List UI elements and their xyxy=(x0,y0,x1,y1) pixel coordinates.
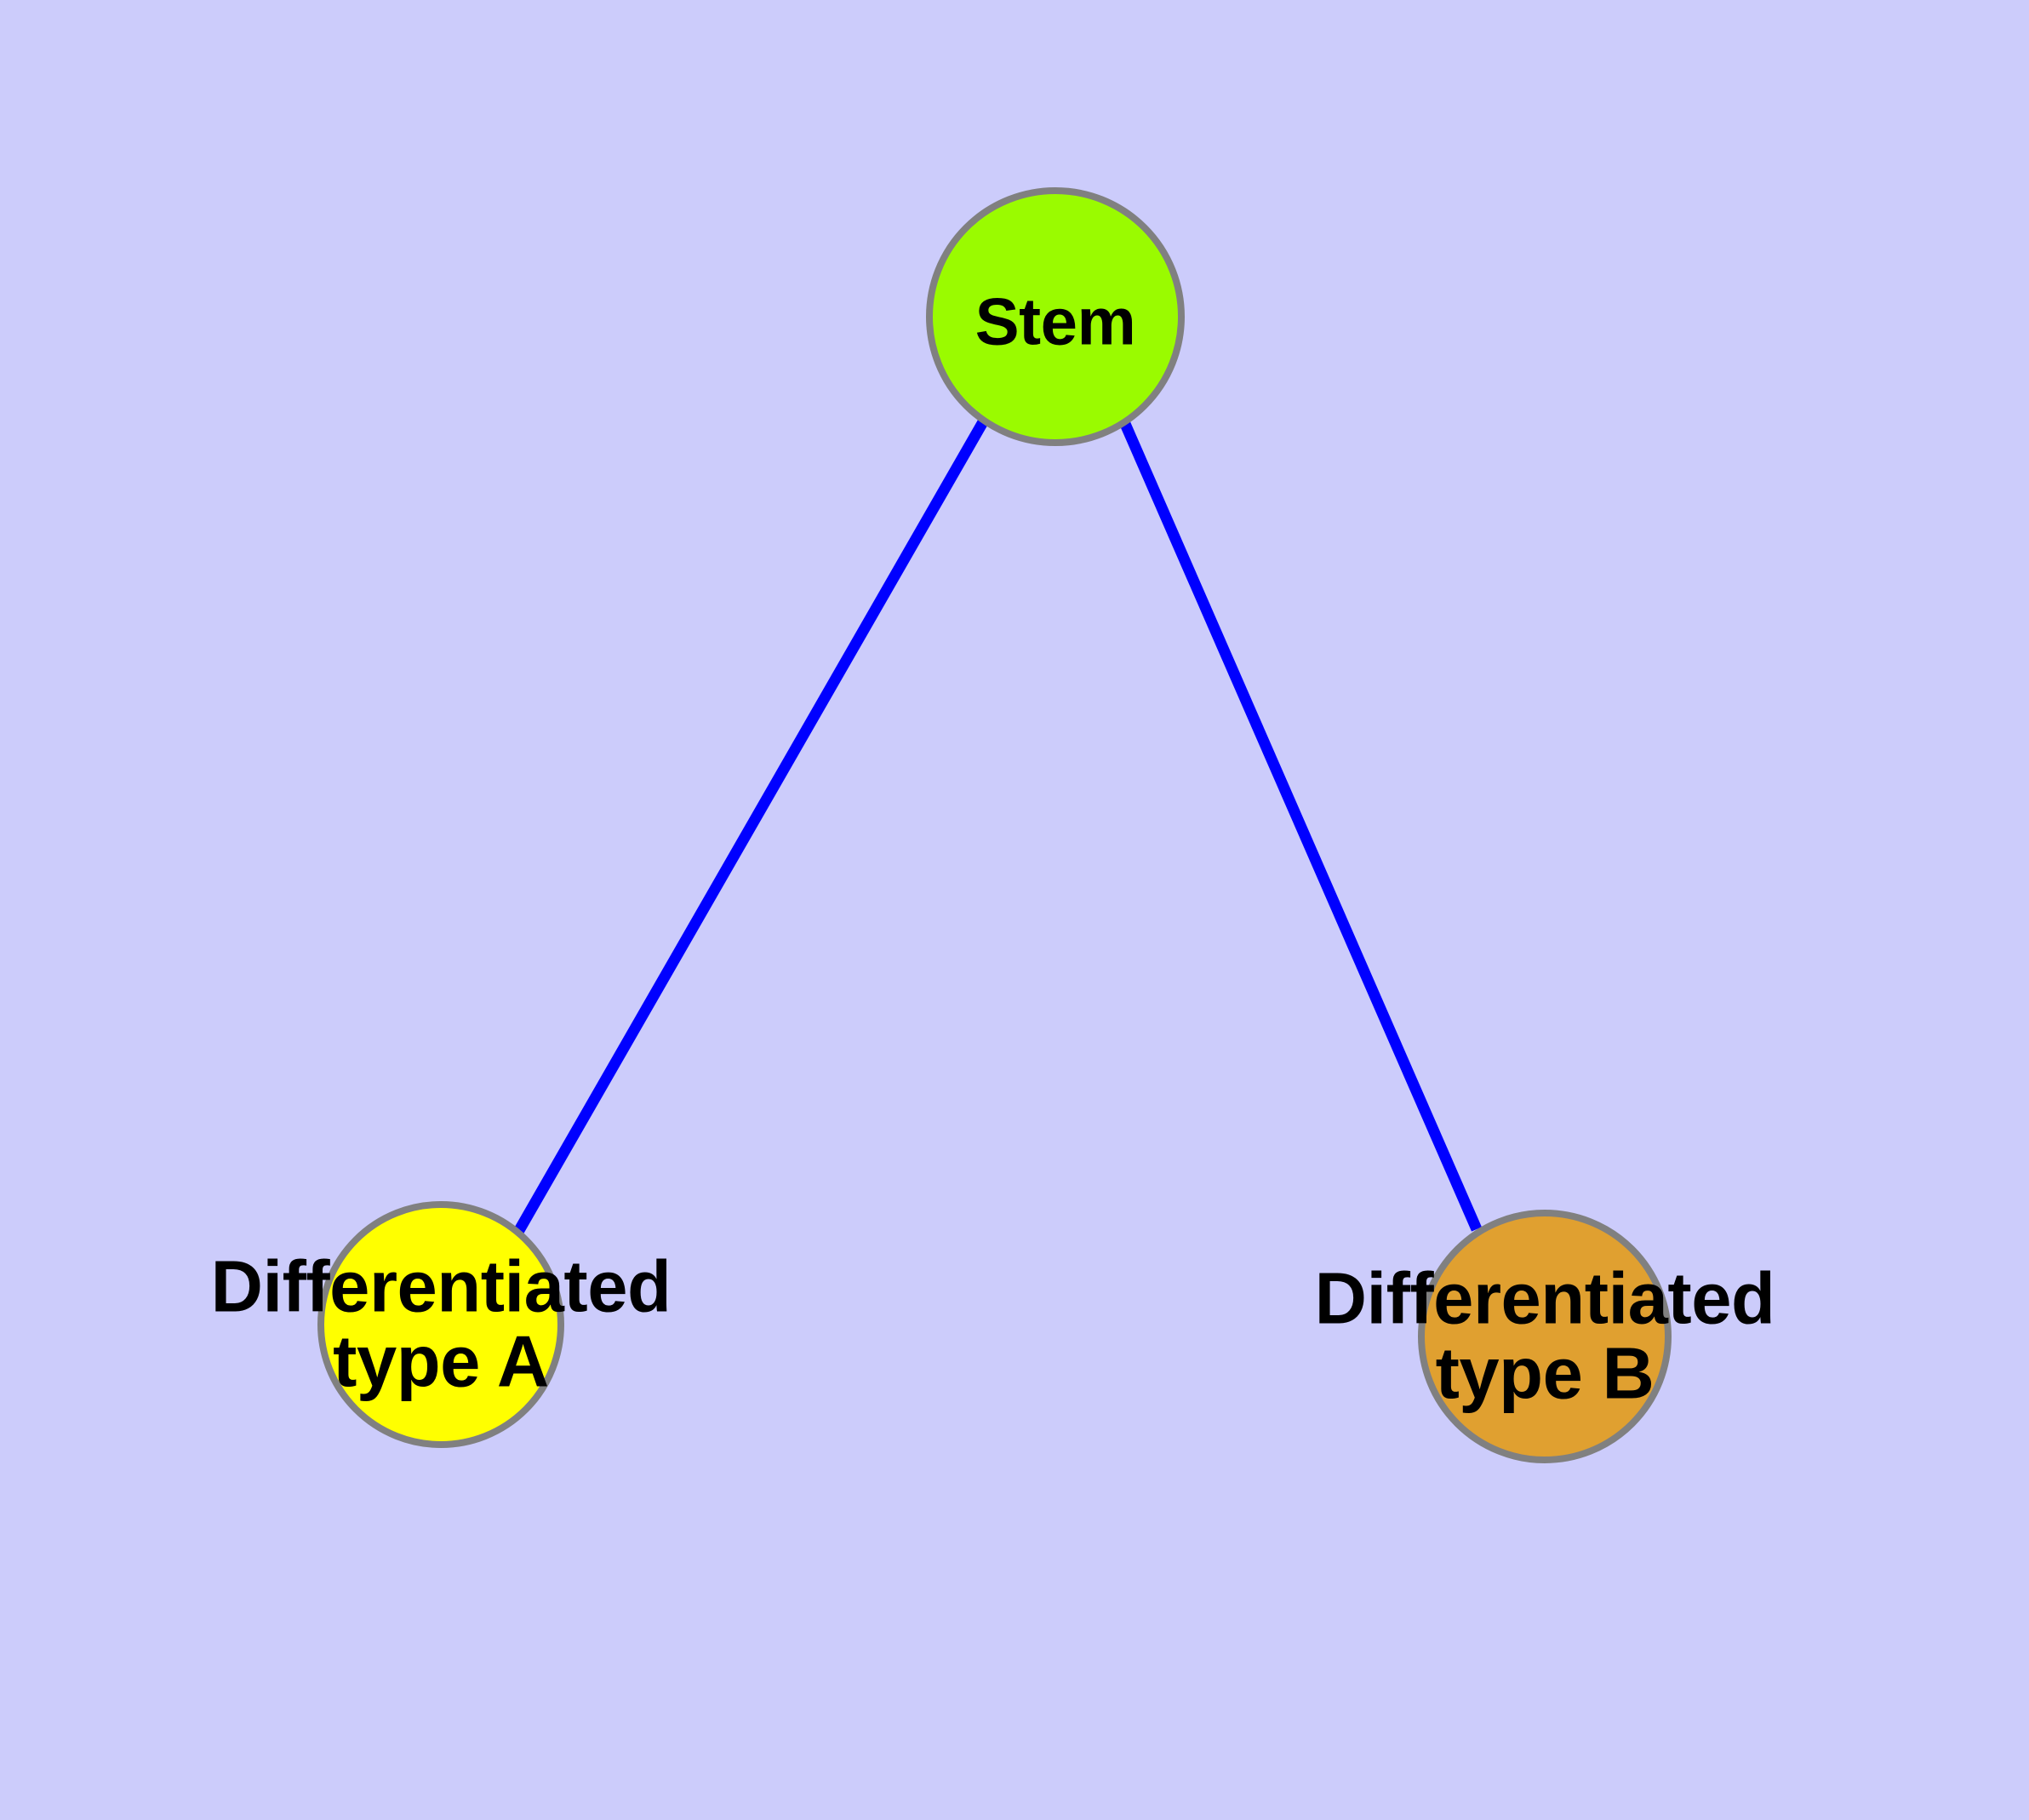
graph-node-diff-type-b[interactable] xyxy=(1418,1210,1672,1463)
graph-node-stem[interactable] xyxy=(926,187,1185,446)
graph-edge-stem-to-a xyxy=(513,417,989,1235)
edges-layer xyxy=(513,415,1482,1235)
graph-node-diff-type-a[interactable] xyxy=(317,1201,564,1448)
graph-edge-stem-to-b xyxy=(1117,415,1482,1232)
nodes-layer xyxy=(317,187,1672,1463)
